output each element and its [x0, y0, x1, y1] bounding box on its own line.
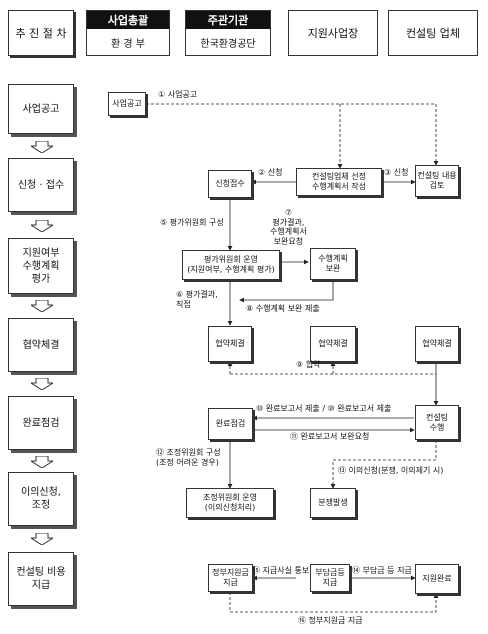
- node-payment-done: 지원완료: [415, 564, 459, 594]
- label-plan-submit: ⑧ 수행계획 보완 제출: [246, 304, 320, 313]
- node-completion-check: 완료점검: [208, 408, 253, 440]
- label-notify: ⑮ 지급사실 통보: [252, 566, 310, 575]
- label-mediation-form: ⑫ 조정위원회 구성 (조정 어려운 경우): [156, 448, 221, 467]
- label-report-supplement: ⑪ 완료보고서 보완요청: [290, 432, 370, 441]
- node-announce: 사업공고: [108, 92, 146, 116]
- node-agreement-consultant: 협약체결: [415, 326, 459, 362]
- procedure-header-label: 추 진 절 차: [15, 27, 67, 40]
- consultant-header-label: 컨설팅 업체: [405, 27, 461, 40]
- node-select-plan: 컨설팅업체 선정 수행계획서 작성: [296, 168, 382, 196]
- down-arrow-icon: [31, 533, 53, 545]
- node-agreement-site: 협약체결: [310, 326, 356, 362]
- step-evaluate: 지원여부 수행계획 평가: [8, 238, 74, 294]
- label-self-pay: ⑭ 부담금 등 지급: [352, 566, 412, 575]
- node-self-payment: 부담금등 지급: [310, 564, 350, 592]
- node-mediation: 조정위원회 운영 (이의신청처리): [186, 488, 274, 518]
- label-apply-2: ② 신청: [258, 168, 283, 177]
- step-payment: 컨설팅 비용 지급: [8, 552, 74, 606]
- node-eval-committee: 평가위원회 운영 (지원여부, 수행계획 평가): [182, 250, 280, 280]
- down-arrow-icon: [31, 378, 53, 390]
- label-announce: ① 사업공고: [158, 90, 198, 99]
- node-agreement-agency: 협약체결: [208, 326, 252, 362]
- step-announce: 사업공고: [8, 84, 74, 134]
- node-dispute: 분쟁발생: [310, 488, 356, 518]
- label-agreement: ⑨ 협약: [296, 360, 321, 369]
- step-apply: 신청 · 접수: [8, 158, 74, 212]
- site-header-label: 지원사업장: [307, 27, 359, 40]
- label-eval-result: ⑥ 평가결과, 직접: [176, 290, 218, 309]
- label-committee-form: ⑤ 평가위원회 구성: [160, 218, 224, 227]
- agency-header-title: 주관기관: [186, 11, 270, 29]
- step-objection: 이의신청, 조정: [8, 472, 74, 526]
- overall-header: 사업총괄 환 경 부: [86, 10, 170, 56]
- agency-header-value: 한국환경공단: [200, 38, 256, 50]
- label-apply-3: ③ 신청: [384, 168, 409, 177]
- agency-header: 주관기관 한국환경공단: [185, 10, 271, 56]
- label-report-submit: ⑩ 완료보고서 제출 / ⑩ 완료보고서 제출: [256, 404, 392, 413]
- label-objection: ⑬ 이의신청(분쟁, 이의제기 시): [338, 466, 444, 475]
- down-arrow-icon: [31, 220, 53, 232]
- step-completion: 완료점검: [8, 396, 74, 450]
- node-review: 컨설팅 내용 검토: [415, 165, 459, 197]
- overall-header-value: 환 경 부: [111, 38, 145, 50]
- label-eval-request: ⑦ 평가결과, 수행계획서 보완요청: [270, 208, 307, 246]
- node-accept: 신청접수: [208, 170, 252, 198]
- down-arrow-icon: [31, 300, 53, 312]
- overall-header-title: 사업총괄: [87, 11, 169, 29]
- step-agreement: 협약체결: [8, 318, 74, 372]
- procedure-header: 추 진 절 차: [8, 10, 74, 56]
- node-consulting-exec: 컨설팅 수행: [415, 405, 459, 440]
- down-arrow-icon: [31, 141, 53, 153]
- node-plan-supplement: 수행계획 보완: [310, 248, 356, 280]
- down-arrow-icon: [31, 456, 53, 468]
- label-gov-pay: ⑯ 정부지원금 지급: [298, 616, 363, 625]
- site-header: 지원사업장: [288, 10, 378, 56]
- node-gov-payment: 정부지원금 지급: [208, 564, 253, 592]
- consultant-header: 컨설팅 업체: [388, 10, 478, 56]
